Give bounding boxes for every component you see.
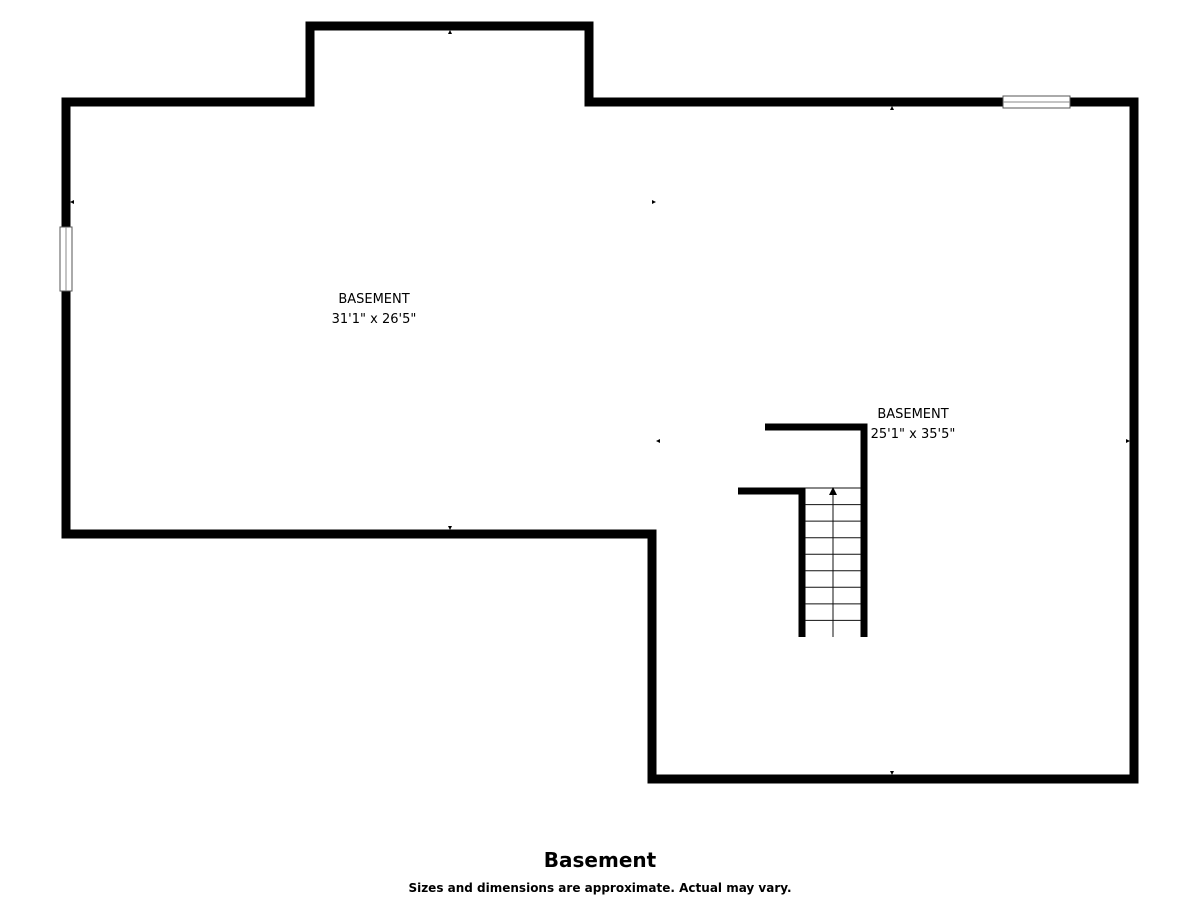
dimension-marker (890, 771, 894, 775)
window-left (59, 226, 73, 292)
room-name: BASEMENT (877, 407, 948, 422)
dimension-marker (656, 439, 660, 443)
room-label-basement-east: BASEMENT 25'1" x 35'5" (871, 407, 956, 442)
interior-wall-lower (738, 487, 806, 637)
floor-title: Basement (543, 848, 657, 872)
dimension-markers (70, 30, 1130, 775)
dimension-marker (70, 200, 74, 204)
dimension-marker (448, 526, 452, 530)
room-name: BASEMENT (338, 292, 409, 307)
interior-wall-upper (765, 423, 868, 637)
dimension-marker (448, 30, 452, 34)
disclaimer-text: Sizes and dimensions are approximate. Ac… (408, 881, 792, 895)
exterior-wall (61, 21, 1139, 784)
room-dimensions: 31'1" x 26'5" (332, 312, 417, 327)
dimension-marker (652, 200, 656, 204)
dimension-marker (890, 106, 894, 110)
room-label-basement-west: BASEMENT 31'1" x 26'5" (332, 292, 417, 327)
window-top (1002, 95, 1071, 109)
dimension-marker (1126, 439, 1130, 443)
stair-up-arrow-icon (829, 487, 837, 495)
room-dimensions: 25'1" x 35'5" (871, 427, 956, 442)
staircase (805, 487, 861, 637)
